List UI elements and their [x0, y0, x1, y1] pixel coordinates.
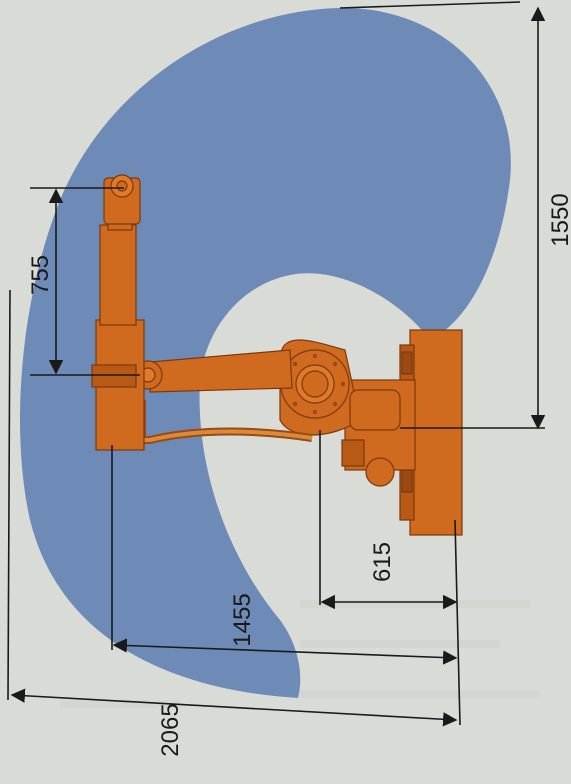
dimension-lines: [7, 1, 546, 727]
dimension-label-1455: 1455: [229, 593, 256, 646]
dimension-label-755: 755: [27, 255, 54, 295]
robot-base: [409, 329, 463, 536]
work-envelope: [20, 7, 511, 699]
robot-forearm: [99, 224, 137, 326]
dimension-label-2065: 2065: [157, 703, 184, 756]
robot-arm: [91, 174, 463, 536]
dimension-label-615: 615: [369, 542, 396, 582]
dimension-label-1550: 1550: [547, 193, 571, 246]
